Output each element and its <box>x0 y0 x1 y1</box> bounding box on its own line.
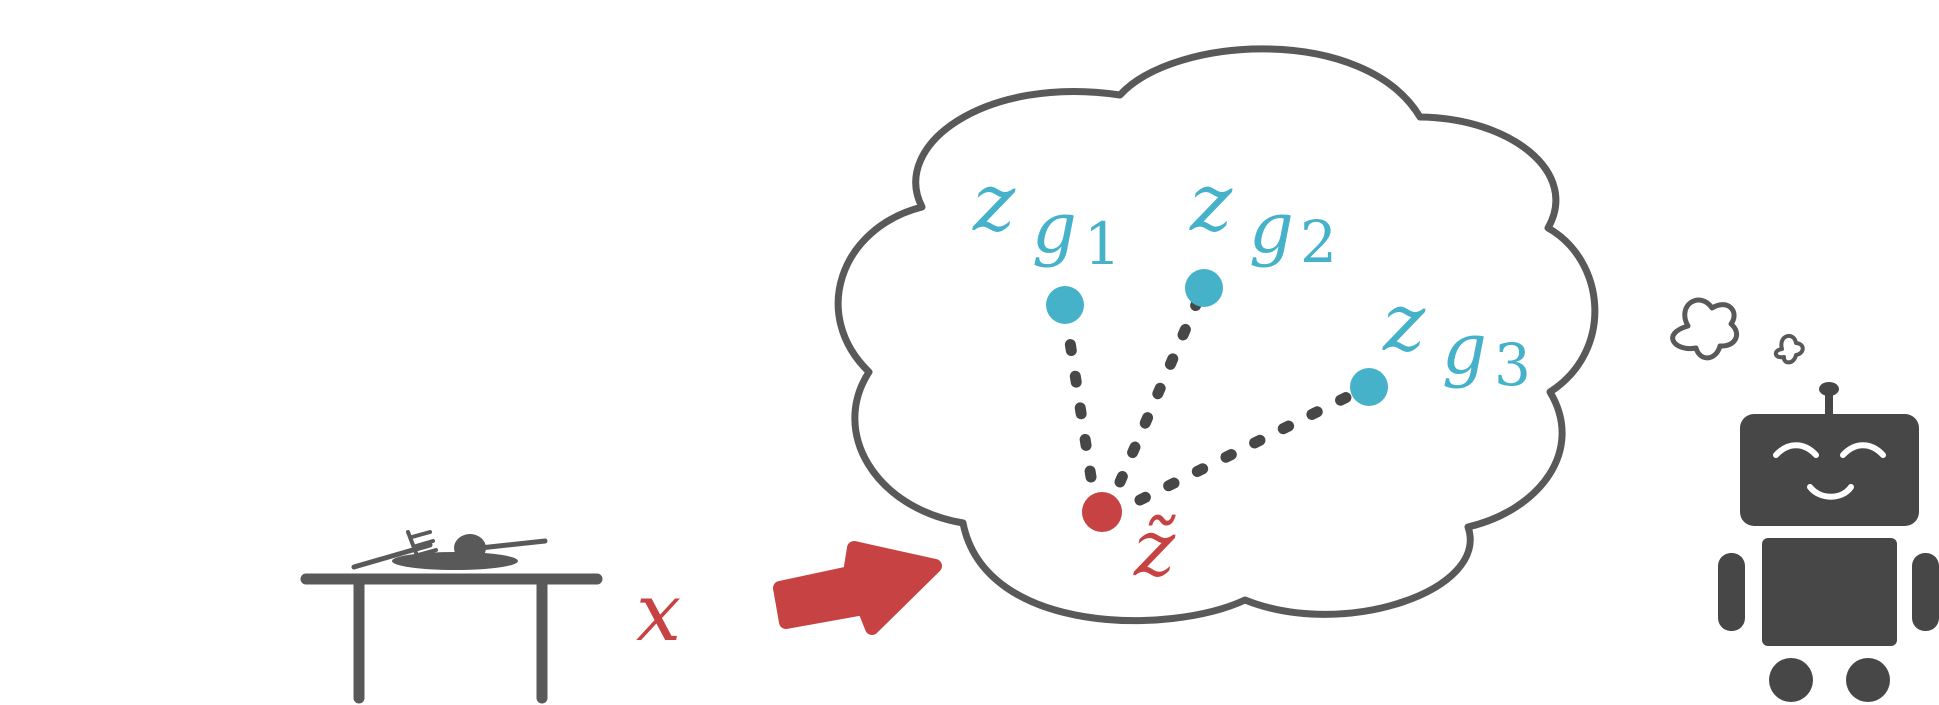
label-zg1-g: g <box>1032 187 1077 269</box>
connections <box>1061 294 1359 506</box>
label-zg1-base: z <box>972 156 1016 249</box>
knife <box>477 538 548 551</box>
label-zg2-sub: 2 <box>1300 208 1337 276</box>
fork-tine-1 <box>410 530 432 539</box>
label-z-tilde: z̃ <box>1133 504 1176 594</box>
dashed-line-g1 <box>1061 317 1097 483</box>
fork-tine-2 <box>414 539 435 548</box>
robot-antenna <box>1825 394 1833 414</box>
robot-icon <box>1718 382 1939 702</box>
arrow-shape <box>773 541 942 635</box>
thought-bubble-large-icon <box>1670 297 1740 361</box>
dashed-line-g3 <box>1134 388 1359 506</box>
robot-wheel-left <box>1769 658 1813 702</box>
point-z-tilde <box>1082 492 1122 532</box>
label-zg3-sub: 3 <box>1494 331 1531 399</box>
robot-arm-left <box>1718 553 1745 631</box>
fork-knife-plate-icon <box>351 530 548 570</box>
dashed-line-g2 <box>1114 294 1204 488</box>
label-zg1-sub: 1 <box>1084 210 1121 278</box>
fork-head <box>406 530 420 560</box>
fork-handle <box>351 542 433 570</box>
robot-arm-right <box>1912 553 1939 631</box>
robot-antenna-tip <box>1819 382 1839 396</box>
label-x: x <box>636 566 681 659</box>
plate <box>392 552 518 570</box>
robot-smile <box>1807 484 1854 500</box>
point-zg2 <box>1185 269 1223 307</box>
thought-bubble-small-icon <box>1773 333 1805 365</box>
robot-eye-right <box>1840 442 1886 458</box>
robot-head <box>1740 414 1919 526</box>
arrow-right-icon <box>773 541 942 635</box>
label-zg3-base: z <box>1382 276 1426 369</box>
label-zg2-base: z <box>1189 156 1233 249</box>
thought-cloud-icon <box>834 45 1599 625</box>
robot-wheel-right <box>1846 658 1890 702</box>
robot-eye-left <box>1773 442 1819 458</box>
robot-body <box>1762 538 1897 646</box>
point-zg3 <box>1350 368 1388 406</box>
label-zg2-g: g <box>1249 187 1294 269</box>
point-zg1 <box>1046 286 1084 324</box>
table-icon <box>300 573 603 704</box>
fork-tine-3 <box>416 548 438 557</box>
label-zg3-g: g <box>1442 308 1487 390</box>
food <box>454 534 486 562</box>
